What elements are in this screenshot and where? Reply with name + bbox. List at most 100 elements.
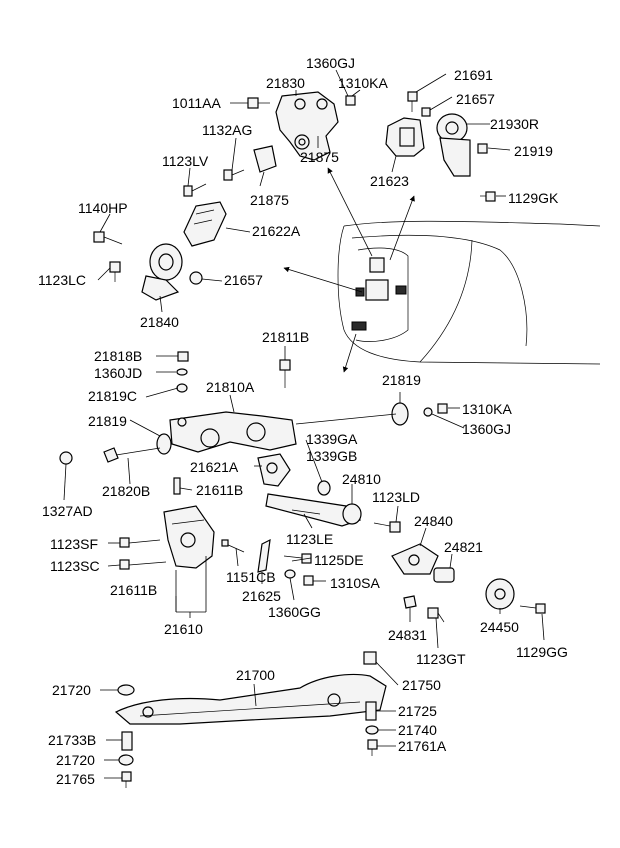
bushing-24821 — [433, 567, 455, 583]
bolt-21919 — [477, 143, 488, 154]
label-1140hp: 1140HP — [78, 200, 128, 216]
label-21725: 21725 — [398, 703, 437, 719]
label-24831: 24831 — [388, 627, 427, 643]
washer-1360gj-mid — [423, 407, 433, 417]
label-1360gg: 1360GG — [268, 604, 321, 620]
washer-1360gg — [284, 569, 296, 579]
label-1129gg: 1129GG — [516, 644, 568, 660]
label-21840: 21840 — [140, 314, 179, 330]
label-21657-mid: 21657 — [224, 272, 263, 288]
washer-21740 — [365, 725, 379, 735]
washer-24831 — [403, 595, 417, 609]
callout-labels: 1360GJ 1310KA 21830 21691 1011AA 21657 1… — [38, 55, 568, 787]
label-1360jd: 1360JD — [94, 365, 142, 381]
label-21720-top: 21720 — [52, 682, 91, 698]
washer-21875-left — [253, 145, 277, 173]
label-21691: 21691 — [454, 67, 493, 83]
nut-1310ka-top — [345, 95, 356, 106]
roll-rod-24810 — [265, 493, 362, 527]
label-21700: 21700 — [236, 667, 275, 683]
bolt-1123le — [291, 509, 321, 515]
bushing-1339ga — [317, 480, 331, 496]
label-1123lv: 1123LV — [162, 153, 209, 169]
vehicle-body-outline — [337, 220, 601, 365]
bolt-21761a — [367, 739, 378, 756]
bracket-21622a — [183, 201, 227, 247]
label-1151cb: 1151CB — [226, 569, 276, 585]
nut-21657-mid — [189, 271, 203, 285]
bolt-1123sc — [119, 559, 167, 570]
label-1125de: 1125DE — [314, 552, 364, 568]
bolt-1123lv — [183, 183, 207, 197]
label-21930r: 21930R — [490, 116, 539, 132]
label-1123sc: 1123SC — [50, 558, 100, 574]
roll-rod-bracket-21621a — [257, 453, 291, 487]
label-1360gj-top: 1360GJ — [306, 55, 355, 71]
label-1327ad: 1327AD — [42, 503, 93, 519]
label-1360gj-mid: 1360GJ — [462, 421, 511, 437]
insulator-21840 — [141, 243, 183, 301]
bracket-21610 — [163, 505, 215, 569]
label-1123ld: 1123LD — [372, 489, 420, 505]
label-21811b: 21811B — [262, 329, 309, 345]
insulator-21930r — [436, 113, 471, 177]
label-1123sf: 1123SF — [50, 536, 98, 552]
label-24840: 24840 — [414, 513, 453, 529]
label-21611b-bottom: 21611B — [110, 582, 157, 598]
bolt-1140hp — [93, 231, 123, 245]
label-21820b: 21820B — [102, 483, 150, 499]
label-21623: 21623 — [370, 173, 409, 189]
bolt-21765 — [121, 771, 132, 788]
label-21818b: 21818B — [94, 348, 142, 364]
label-24821: 24821 — [444, 539, 483, 555]
spacer-21725 — [365, 701, 377, 721]
bolt-21691 — [407, 91, 418, 112]
bolt-1123ld — [373, 521, 401, 533]
spacer-21733b — [121, 731, 133, 751]
bushing-21819c — [176, 383, 188, 393]
label-21819c: 21819C — [88, 388, 137, 404]
leader-lines — [63, 69, 545, 779]
label-24450: 24450 — [480, 619, 519, 635]
nut-21818b — [177, 351, 189, 362]
label-1123le: 1123LE — [286, 531, 333, 547]
label-21819-left: 21819 — [88, 413, 127, 429]
sub-frame-21700 — [114, 673, 387, 725]
bolt-1129gk — [480, 191, 496, 202]
label-21622a: 21622A — [252, 223, 301, 239]
insulator-24450 — [485, 578, 515, 610]
pin-1123lc — [109, 261, 121, 282]
label-1310sa: 1310SA — [330, 575, 380, 591]
bolt-1011aa — [247, 97, 270, 109]
bracket-24840 — [391, 543, 439, 575]
link-21625 — [257, 538, 271, 573]
label-21761a: 21761A — [398, 738, 447, 754]
label-1310ka-mid: 1310KA — [462, 401, 512, 417]
label-21720-bottom: 21720 — [56, 752, 95, 768]
nut-1327ad — [59, 451, 73, 465]
bolt-21811b — [279, 359, 291, 388]
bolt-1132ag — [223, 169, 245, 181]
bolt-21820b — [103, 447, 161, 463]
label-21625: 21625 — [242, 588, 281, 604]
bolt-1123sf — [119, 537, 161, 548]
label-21830: 21830 — [266, 75, 305, 91]
bolt-1129gg — [519, 603, 546, 614]
label-21610: 21610 — [164, 621, 203, 637]
washer-1360jd — [176, 368, 188, 376]
label-1132ag: 1132AG — [202, 122, 252, 138]
label-21657-top: 21657 — [456, 91, 495, 107]
label-1339ga: 1339GA — [306, 431, 358, 447]
label-21733b: 21733B — [48, 732, 96, 748]
label-21750: 21750 — [402, 677, 441, 693]
label-21621a: 21621A — [190, 459, 239, 475]
label-1129gk: 1129GK — [508, 190, 559, 206]
bolt-1123gt — [427, 607, 445, 623]
label-21919: 21919 — [514, 143, 553, 159]
bolt-1151cb — [221, 539, 245, 553]
label-21740: 21740 — [398, 722, 437, 738]
engine-mount-bracket-21830 — [275, 91, 339, 161]
label-1123gt: 1123GT — [416, 651, 466, 667]
label-1310ka-top: 1310KA — [338, 75, 388, 91]
label-21819-right: 21819 — [382, 372, 421, 388]
